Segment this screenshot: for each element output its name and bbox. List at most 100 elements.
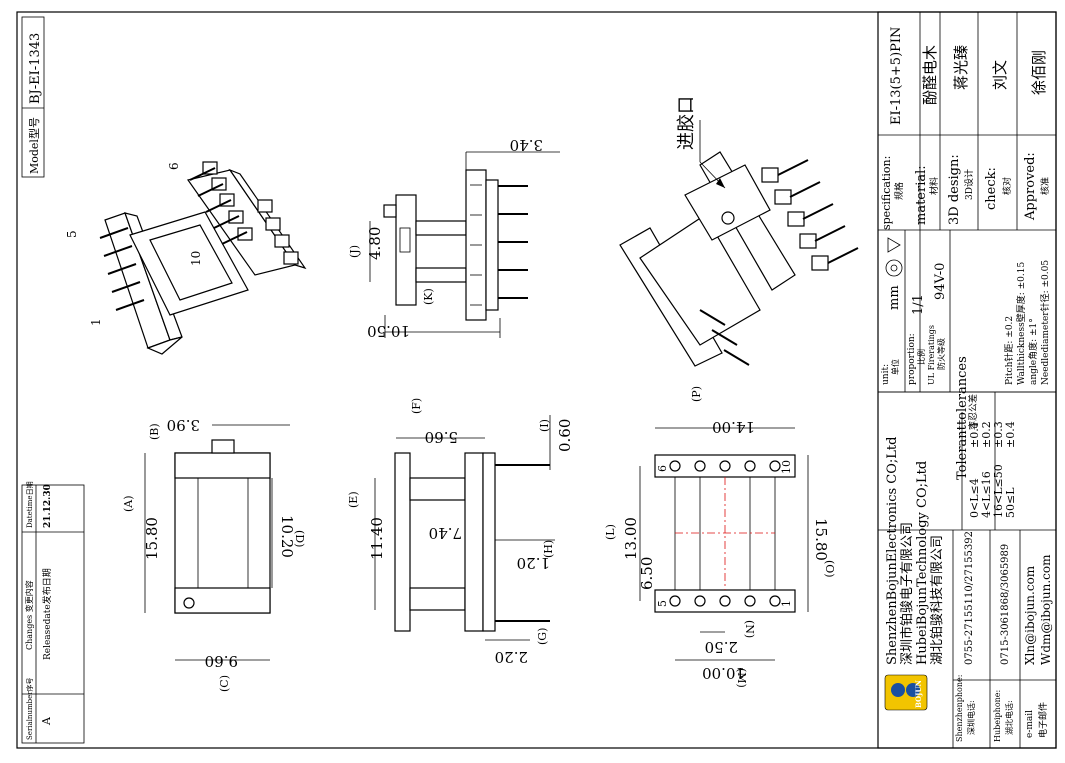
proportion-label: proportion: [907, 333, 917, 385]
fire-value: 94V-0 [933, 263, 948, 300]
tol-title-cn: 容忍公差 [967, 394, 979, 430]
bottom-dim-p-tag: (P) [690, 386, 703, 402]
spec-label: specification: [880, 156, 893, 230]
model-box: Model型号 BJ-EI-1343 [21, 16, 45, 178]
bottom-dim-m: 10.00 [702, 664, 745, 682]
contact-hb-label: Hubeiphone: [993, 690, 1002, 742]
tol-value-1: ±0.2 [980, 421, 993, 448]
contact-mail-value-2: Wdm@ibojun.com [1039, 554, 1053, 665]
front-dim-f-tag: (F) [410, 398, 423, 414]
front-dim-h: 1.20 [517, 554, 550, 572]
tol-value-3: ±0.4 [1004, 421, 1017, 448]
rev-date: 21.12.30 [43, 484, 53, 528]
top-dim-b-tag: (B) [148, 423, 161, 440]
fire-label-cn: 防火等级 [936, 338, 946, 370]
iso-pin-6: 6 [167, 162, 181, 170]
contact-sz-label: Shenzhenphone: [955, 675, 964, 742]
company-3: 湖北铂骏科技有限公司 [929, 535, 945, 665]
contact-hb-value: 0715-3061868/3065989 [1000, 544, 1011, 665]
fire-label: UL Fireratings [927, 325, 936, 385]
top-dim-c-tag: (C) [218, 675, 231, 692]
top-dim-inner: 10.20 [278, 515, 296, 558]
contact-hb-label-cn: 湖北电话: [1004, 700, 1014, 735]
unit-value: mm [887, 285, 902, 310]
rev-change: Releasedate发布日期 [41, 568, 53, 660]
top-dim-length: 15.80 [143, 517, 161, 560]
bottom-dim-l: 13.00 [622, 517, 640, 560]
model-value: BJ-EI-1343 [28, 33, 43, 104]
tol-range-0: 0<L≤4 [968, 478, 981, 518]
bottom-dim-p: 14.00 [712, 418, 755, 436]
contact-sz-label-cn: 深圳电话: [966, 700, 976, 735]
side-dim-j: 4.80 [366, 227, 384, 260]
proportion-value: 1/1 [911, 294, 926, 315]
iso-inlet-callout: 进胶口 [676, 96, 697, 150]
tol-range-3: 50≤L [1004, 487, 1017, 518]
design-value: 蒋光臻 [952, 45, 970, 90]
company-0: ShenzhenBojunElectronics CO;Ltd [885, 437, 900, 665]
contact-sz-value: 0755-27155110/27155392 [964, 531, 975, 665]
tol-range-2: 16<L≤50 [992, 464, 1005, 518]
iso-pin-5: 5 [65, 230, 79, 238]
tol-title: Toleranttolerances [955, 356, 970, 480]
bottom-dim-o: 15.80 [812, 518, 830, 561]
bottom-pin-1: 1 [780, 600, 793, 607]
front-view: 11.40 (E) 5.60 (F) 7.40 1.20 (H) 2.20 (G… [347, 398, 574, 666]
material-label: material: [914, 165, 929, 225]
front-dim-g-tag: (G) [536, 628, 549, 645]
proportion-label-cn: 比例 [916, 349, 926, 365]
side-dim-width: 10.50 [367, 322, 410, 340]
iso-view-right: 进胶口 [619, 96, 859, 367]
front-dim-core: 7.40 [429, 524, 462, 542]
bottom-pin-5: 5 [656, 600, 669, 607]
approved-label: Approved: [1023, 152, 1038, 221]
check-value: 刘文 [991, 60, 1009, 90]
iso-pin-1: 1 [89, 318, 103, 326]
top-view: 15.80 (A) 9.60 (C) 3.90 (B) 10.20 (D) [122, 416, 306, 692]
unit-label: unit: [881, 364, 891, 385]
bottom-dim-650: 6.50 [638, 557, 656, 590]
svg-text:BOJUN: BOJUN [914, 679, 923, 708]
model-label: Model型号 [27, 117, 41, 174]
top-dim-a-tag: (A) [122, 495, 135, 512]
contact-mail-value-1: Xln@ibojun.com [1023, 565, 1037, 665]
approved-label-cn: 核准 [1039, 177, 1051, 195]
projection-symbol [885, 259, 903, 277]
iso-pin-10: 10 [189, 251, 203, 266]
approved-value: 徐佰刚 [1030, 50, 1048, 95]
material-value: 酚醛电木 [921, 45, 939, 105]
material-label-cn: 材料 [928, 177, 940, 195]
bottom-pin-10: 10 [780, 460, 793, 474]
front-dim-flange: 5.60 [425, 428, 458, 446]
tol-range-1: 4<L≤16 [980, 471, 993, 518]
bottom-view: 6 10 5 1 14.00 (P) 13.00 (L) 6.50 15.80 … [604, 386, 836, 688]
iso-view-left: 6 5 10 1 [65, 161, 307, 355]
tol-value-2: ±0.3 [992, 421, 1005, 448]
tol-value-0: ±0.1 [968, 421, 981, 448]
side-dim-j-tag: (J) [348, 245, 361, 258]
contact-mail-label-cn: 电子邮件 [1037, 702, 1049, 738]
title-block: specification: 规格 EI-13(5+5)PIN material… [877, 11, 1057, 749]
tol-note-0: Pitch针距: ±0.2 [1003, 316, 1015, 385]
side-dim-top: 3.40 [510, 136, 543, 154]
revision-table: Serialnumber序号 Changes 变更内容 Datetime日期 A… [21, 481, 85, 744]
front-dim-pin: 0.60 [556, 419, 574, 452]
tol-note-1: Wallthickness壁厚度: ±0.15 [1015, 262, 1027, 385]
rev-serial: A [40, 716, 53, 726]
rev-header-date: Datetime日期 [26, 481, 34, 528]
bottom-dim-l-tag: (L) [604, 524, 617, 540]
rev-header-serial: Serialnumber序号 [25, 677, 34, 740]
front-dim-e-tag: (E) [347, 491, 360, 508]
side-view: 10.50 (K) 3.40 4.80 (J) [348, 136, 560, 340]
top-dim-d-tag: (D) [293, 530, 306, 547]
check-label: check: [984, 167, 999, 210]
bottom-dim-n-tag: (N) [743, 620, 756, 638]
top-dim-width: 9.60 [205, 652, 238, 670]
bottom-dim-m-tag: (M) [735, 668, 748, 688]
bottom-pin-6: 6 [656, 465, 669, 472]
rev-header-changes: Changes 变更内容 [24, 580, 34, 650]
front-dim-g: 2.20 [495, 648, 528, 666]
company-2: HubeiBojunTechnology CO;Ltd [915, 461, 930, 665]
spec-label-cn: 规格 [893, 182, 905, 200]
